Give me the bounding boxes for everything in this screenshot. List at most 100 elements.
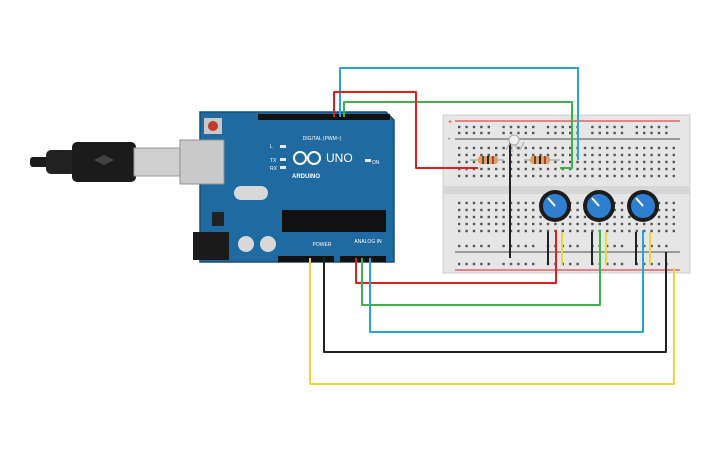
breadboard-hole [613,131,616,135]
breadboard-hole [532,229,535,233]
breadboard-hole [613,125,616,129]
breadboard-hole [539,174,542,178]
breadboard-hole [502,201,505,205]
breadboard-hole [643,262,646,266]
breadboard-hole [569,146,572,150]
breadboard-hole [480,244,483,248]
breadboard-hole [569,160,572,164]
breadboard-hole [539,146,542,150]
breadboard-hole [628,167,631,171]
breadboard-hole [472,262,476,266]
breadboard-hole [650,174,653,178]
breadboard-hole [487,222,490,226]
breadboard-hole [583,160,587,164]
potentiometer-2[interactable] [583,190,615,222]
breadboard-hole [643,174,646,178]
breadboard-hole [524,215,527,219]
rgb-led [505,134,525,152]
breadboard-hole [620,262,624,266]
breadboard-hole [606,125,609,129]
breadboard-hole [635,229,638,233]
breadboard-hole [458,222,461,226]
breadboard-hole [643,222,646,226]
breadboard-hole [672,222,675,226]
breadboard-hole [517,208,520,212]
breadboard-hole [480,146,483,150]
resistor-2 [524,156,560,164]
breadboard-hole [650,131,653,135]
breadboard-hole [465,201,468,205]
breadboard-hole [598,153,601,157]
breadboard-hole [517,153,520,157]
breadboard-hole [591,125,594,129]
breadboard-hole [480,201,483,205]
breadboard-hole [561,125,564,129]
breadboard-hole [546,146,550,150]
breadboard-hole [643,244,646,248]
breadboard-hole [628,174,631,178]
breadboard-hole [554,131,557,135]
breadboard-hole [569,244,572,248]
breadboard-hole [502,167,505,171]
breadboard-hole [546,229,550,233]
breadboard-hole [598,131,601,135]
reset-button[interactable] [208,121,218,131]
potentiometer-3[interactable] [627,190,659,222]
breadboard-hole [576,208,579,212]
usb-port [179,139,225,185]
breadboard-hole [458,244,461,248]
breadboard-hole [495,153,498,157]
breadboard-hole [635,167,638,171]
breadboard-hole [465,125,468,129]
breadboard-hole [495,215,498,219]
breadboard-hole [583,229,587,233]
breadboard-hole [672,167,675,171]
breadboard-hole [502,174,505,178]
breadboard-hole [672,215,675,219]
breadboard-hole [480,208,483,212]
breadboard-hole [672,201,675,205]
breadboard-hole [620,125,624,129]
breadboard-hole [657,222,661,226]
digital-header-label: DIGITAL (PWM~) [303,136,342,142]
breadboard-hole [546,222,550,226]
breadboard-hole [576,201,579,205]
breadboard-hole [583,146,587,150]
breadboard-hole [487,229,490,233]
breadboard-hole [554,167,557,171]
breadboard-hole [576,244,579,248]
breadboard-hole [665,167,668,171]
breadboard-hole [546,153,550,157]
breadboard-hole [620,215,624,219]
breadboard-hole [561,222,564,226]
breadboard-hole [628,215,631,219]
breadboard-hole [546,167,550,171]
breadboard-hole [635,174,638,178]
breadboard-hole [487,208,490,212]
breadboard-hole [613,160,616,164]
breadboard-hole [613,208,616,212]
breadboard-hole [598,167,601,171]
breadboard-hole [613,153,616,157]
breadboard-hole [657,146,661,150]
breadboard-hole [495,208,498,212]
breadboard-hole [458,229,461,233]
breadboard-hole [480,262,483,266]
breadboard-hole [665,215,668,219]
breadboard-hole [524,222,527,226]
breadboard-hole [606,146,609,150]
breadboard-hole [628,222,631,226]
breadboard-hole [650,222,653,226]
breadboard-hole [620,174,624,178]
breadboard-hole [465,244,468,248]
breadboard-hole [532,153,535,157]
capacitor-2 [260,236,276,252]
breadboard-hole [532,222,535,226]
breadboard-hole [643,125,646,129]
breadboard-hole [620,146,624,150]
breadboard-hole [569,222,572,226]
breadboard-hole [672,174,675,178]
breadboard-hole [620,160,624,164]
potentiometer-1[interactable] [539,190,571,222]
on-label: ON [372,160,380,166]
